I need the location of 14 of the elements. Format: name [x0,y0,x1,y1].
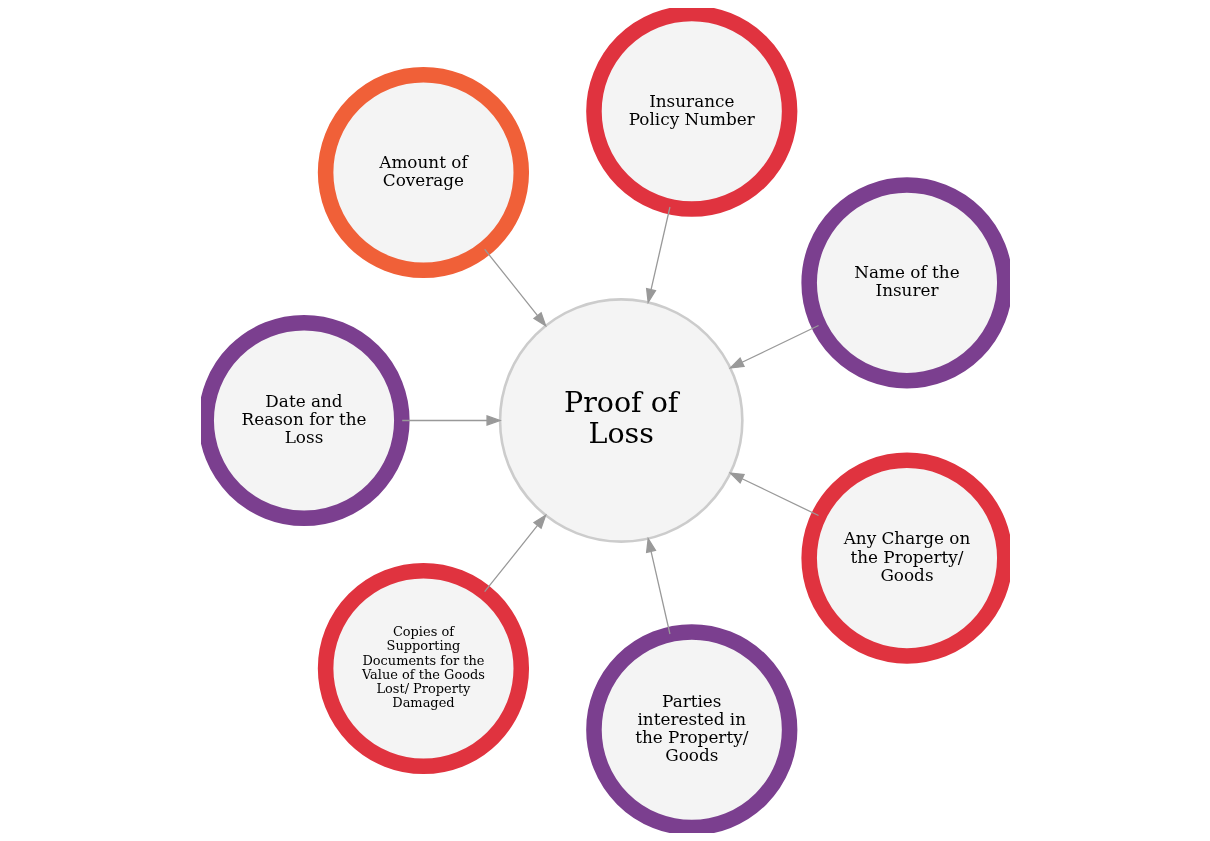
arrow [728,472,819,517]
node-circle: Any Charge on the Property/ Goods [800,452,1010,664]
node-circle: Amount of Coverage [317,66,529,279]
arrow [483,513,547,593]
node-circle: Parties interested in the Property/ Goods [585,624,797,833]
node-circle: Date and Reason for the Loss [200,314,410,527]
arrow [645,536,671,635]
arrow [483,248,547,328]
arrow [401,415,502,426]
node-circle: Insurance Policy Number [585,8,797,217]
arrow [728,324,819,369]
node-circle: Copies of Supporting Documents for the Value of the Goods Lost/ Property Damaged [317,562,529,775]
arrow [645,206,671,305]
node-circle: Name of the Insurer [800,177,1010,389]
